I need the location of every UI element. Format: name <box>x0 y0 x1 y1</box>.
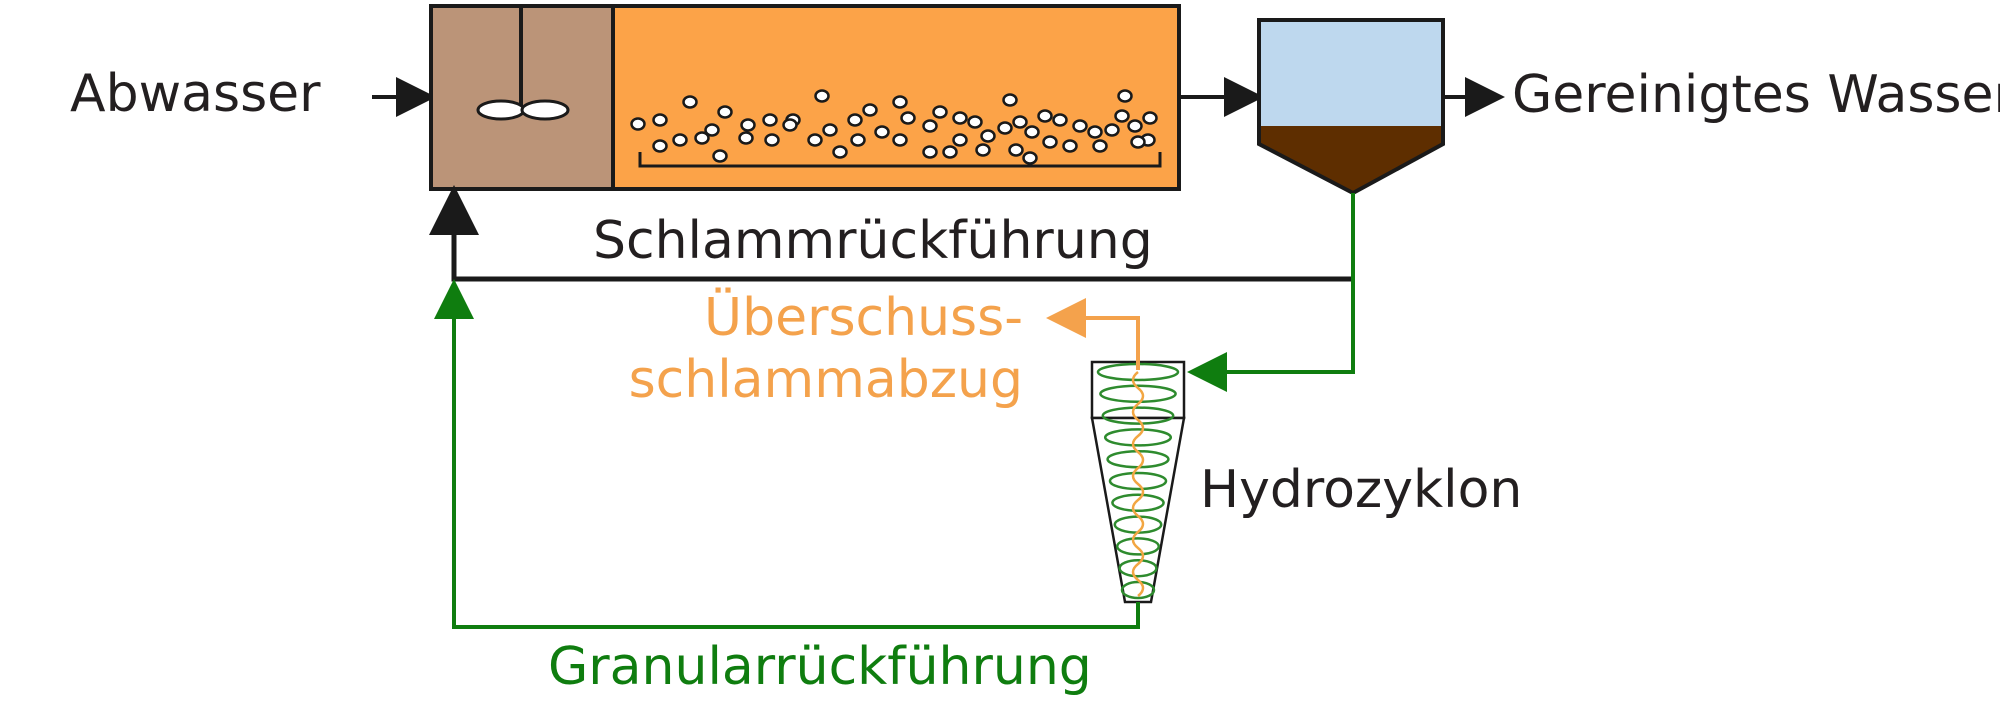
granular-return-label: Granularrückführung <box>548 637 1092 697</box>
inflow-label: Abwasser <box>70 64 321 124</box>
excess-sludge-label-line2: schlammabzug <box>629 350 1023 410</box>
hydrocyclone-label: Hydrozyklon <box>1200 460 1522 520</box>
secondary-clarifier <box>1257 18 1445 196</box>
granular-return-line <box>434 279 1140 629</box>
hydrocyclone <box>1090 360 1186 604</box>
cyclone-coils <box>1096 362 1180 600</box>
air-bubbles <box>630 89 1158 165</box>
aeration-grid <box>638 152 1162 168</box>
stirrer-icon <box>476 6 570 121</box>
excess-sludge-label-line1: Überschuss- <box>704 287 1023 348</box>
clarifier-to-cyclone-line <box>1187 193 1355 392</box>
sludge-return-label: Schlammrückführung <box>593 211 1153 271</box>
outflow-label: Gereinigtes Wasser <box>1512 65 2000 125</box>
excess-sludge-line <box>1046 298 1140 370</box>
